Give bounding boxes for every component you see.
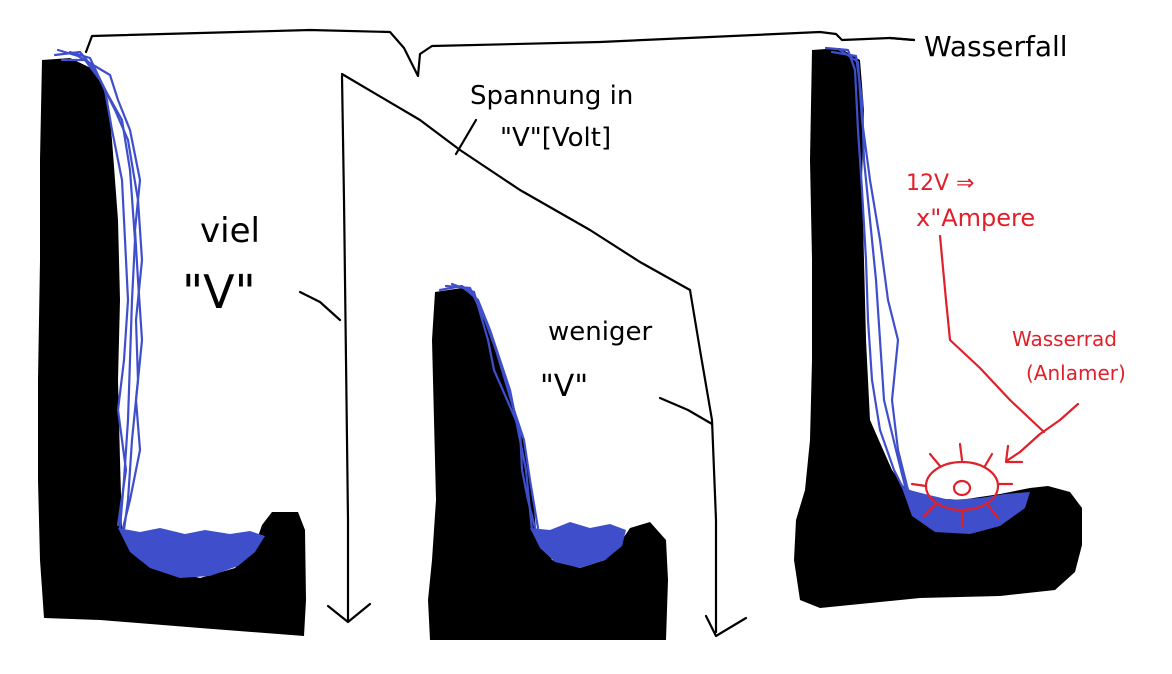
short-cliff-rock: [428, 288, 668, 640]
water-wheel-spoke: [928, 452, 942, 468]
wheel-cliff-rock: [794, 48, 1082, 608]
wasserrad-arrow-head: [1004, 444, 1024, 464]
viel-label-line2: "V": [182, 265, 256, 319]
voltage-slope-line: [340, 72, 692, 292]
voltage-annotation: [84, 28, 916, 638]
spannung-label-line2: "V"[Volt]: [500, 123, 611, 153]
short-cliff-waterfall-3: [450, 282, 538, 534]
water-wheel-spoke: [910, 482, 928, 488]
voltage-right-arrow-head: [704, 614, 748, 638]
voltage-right-arrow-shaft: [688, 288, 718, 634]
ampere-label-line1: 12V ⇒: [906, 171, 974, 196]
wasserrad-label-line1: Wasserrad: [1012, 327, 1117, 351]
wasserrad-pointer: [1006, 402, 1080, 462]
weniger-label-line1: weniger: [548, 317, 652, 347]
wheel-cliff-pool: [902, 488, 1030, 534]
wasserfall-label: Wasserfall: [924, 30, 1068, 63]
tall-cliff-group: [38, 48, 306, 636]
short-cliff-group: [428, 282, 668, 640]
waterfall-bracket: [84, 28, 916, 78]
viel-pointer: [298, 290, 342, 322]
tall-cliff-waterfall-3: [68, 50, 130, 527]
weniger-pointer: [658, 396, 714, 426]
water-wheel-spoke: [958, 442, 964, 462]
weniger-label-line2: "V": [540, 369, 588, 404]
spannung-label-line1: Spannung in: [470, 81, 633, 111]
tall-cliff-waterfall-1: [53, 50, 137, 530]
water-wheel-spoke: [986, 503, 1000, 520]
tall-cliff-pool: [118, 528, 265, 578]
wasserfall-pointer: [888, 36, 916, 42]
water-wheel-spoke: [922, 502, 938, 518]
tall-cliff-rock: [38, 58, 306, 636]
wheel-cliff-waterfall-1: [824, 46, 906, 492]
voltage-left-arrow-shaft: [340, 74, 350, 622]
wheel-cliff-waterfall-3: [838, 48, 910, 492]
ampere-label-line2: x"Ampere: [916, 204, 1035, 232]
wasserrad-label-line2: (Anlamer): [1026, 361, 1126, 385]
wheel-cliff-group: [794, 46, 1082, 608]
spannung-pointer: [454, 118, 478, 156]
water-wheel-hub: [952, 479, 972, 497]
water-wheel-spoke: [983, 452, 994, 468]
current-annotation: [938, 234, 1080, 464]
viel-label-line1: viel: [200, 211, 260, 251]
short-cliff-pool: [530, 522, 626, 568]
tall-cliff-waterfall-2: [60, 58, 144, 532]
ampere-pointer: [938, 234, 1046, 434]
water-wheel: [910, 442, 1014, 528]
voltage-left-arrow-head: [326, 602, 372, 624]
tall-cliff-waterfall-4: [56, 48, 144, 534]
